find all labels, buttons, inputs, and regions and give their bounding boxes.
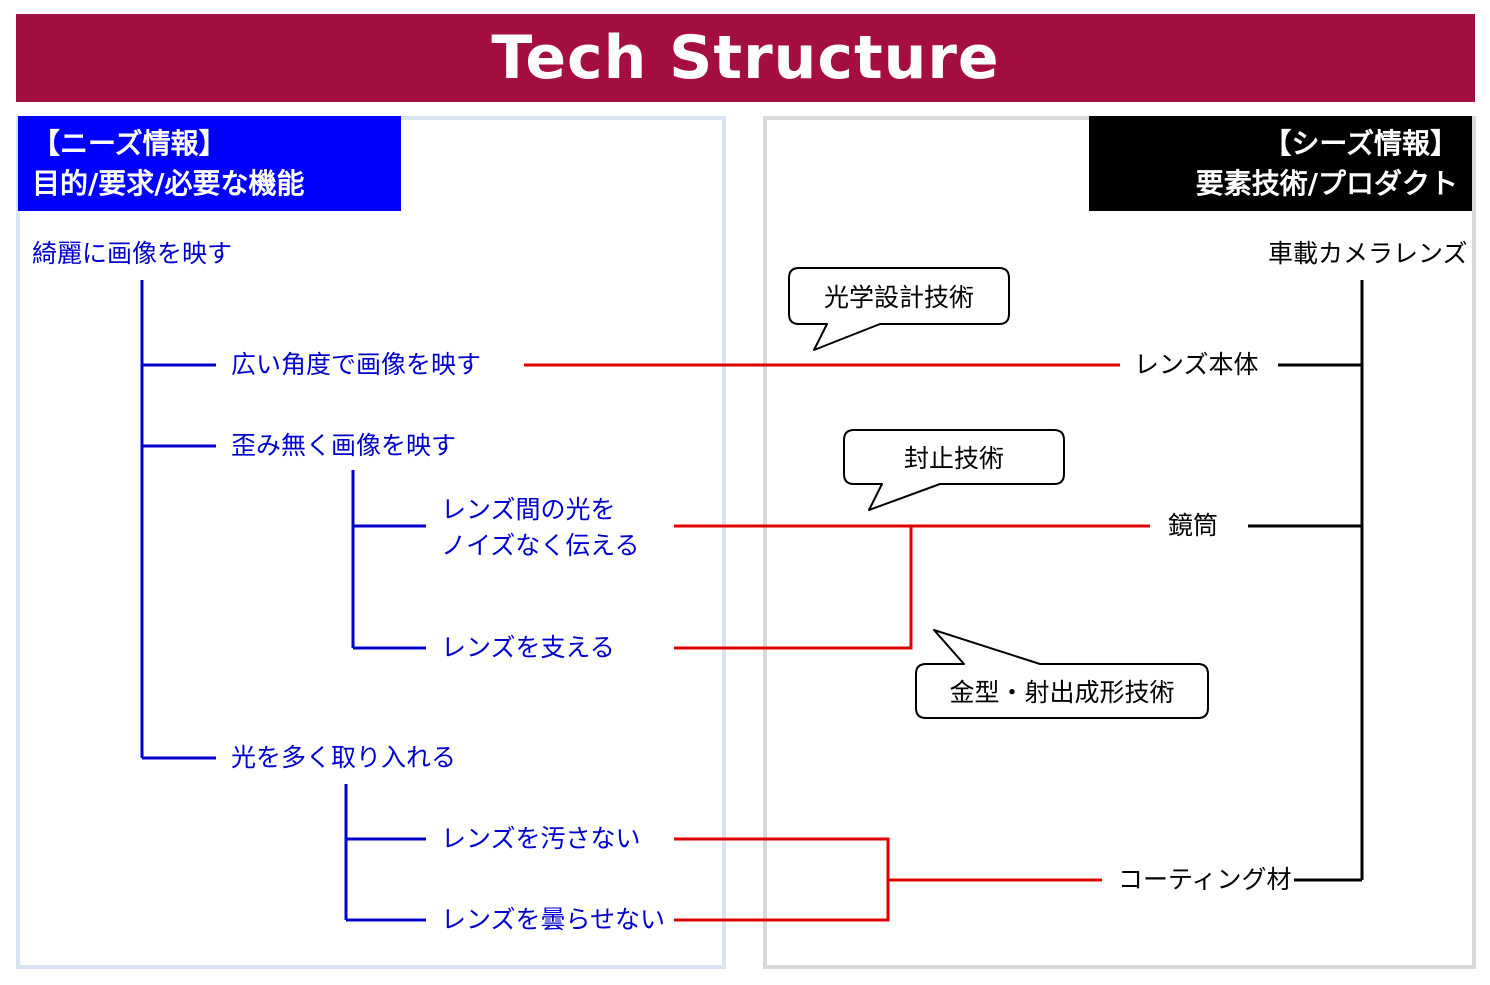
needs-header: 【ニーズ情報】 目的/要求/必要な機能 [18,116,401,211]
need-no-distortion: 歪み無く画像を映す [231,431,457,460]
callout-molding: 金型・射出成形技術 [949,678,1175,707]
need-support-lens: レンズを支える [441,633,615,662]
need-light-between-line1: レンズ間の光を [441,495,616,524]
callout-molding-shape [915,629,1209,719]
callout-bubbles [788,267,1209,719]
seed-coating: コーティング材 [1118,865,1292,894]
need-seed-links [524,363,1150,922]
need-no-dirt: レンズを汚さない [441,824,641,853]
seeds-root: 車載カメラレンズ [1268,239,1468,268]
needs-header-title: 【ニーズ情報】 [32,127,227,160]
seeds-header-subtitle: 要素技術/プロダクト [1195,167,1458,200]
callout-sealing-shape [843,429,1065,511]
needs-header-subtitle: 目的/要求/必要な機能 [32,167,305,200]
need-more-light: 光を多く取り入れる [231,743,457,772]
seed-barrel: 鏡筒 [1168,511,1219,540]
need-no-fog: レンズを曇らせない [441,905,666,934]
seeds-header: 【シーズ情報】 要素技術/プロダクト [1089,116,1472,211]
need-light-between-lenses: レンズ間の光を ノイズなく伝える [441,492,640,564]
seed-lens-body: レンズ本体 [1134,350,1259,379]
callout-optical-design: 光学設計技術 [823,283,974,312]
seeds-header-title: 【シーズ情報】 [1263,127,1458,160]
need-light-between-line2: ノイズなく伝える [441,531,640,560]
needs-root: 綺麗に画像を映す [32,239,233,268]
needs-tree-lines [140,280,426,922]
need-wide-angle: 広い角度で画像を映す [231,350,482,379]
seeds-tree-lines [1248,280,1364,882]
page-title: Tech Structure [16,14,1475,102]
callout-optical-design-shape [788,267,1010,351]
callout-sealing: 封止技術 [903,444,1004,473]
